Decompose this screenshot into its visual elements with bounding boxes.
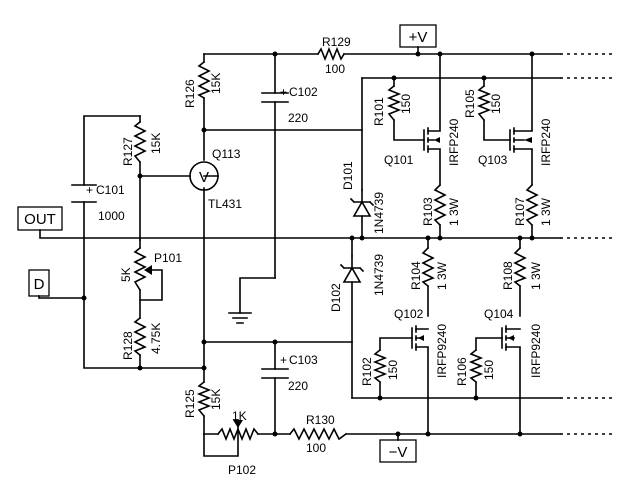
svg-text:150: 150 (482, 360, 496, 380)
svg-text:1 3W: 1 3W (447, 197, 461, 226)
r104-resistor: R104 1 3W (409, 246, 449, 290)
svg-text:15K: 15K (209, 389, 223, 410)
r101-resistor: R101 150 (372, 84, 413, 126)
out-terminal: OUT (17, 206, 63, 231)
r130-resistor: R130 100 (288, 413, 348, 455)
svg-text:+: + (280, 85, 287, 99)
svg-text:IRFP240: IRFP240 (539, 118, 553, 166)
q102-mosfet: Q102 IRFP9240 (394, 307, 449, 378)
r129-resistor: R129 100 (316, 35, 351, 76)
svg-text:R128: R128 (121, 331, 135, 360)
r128-resistor: R128 4.75K (121, 316, 163, 360)
r125-resistor: R125 15K (183, 380, 223, 418)
svg-text:100: 100 (325, 62, 345, 76)
q113-regulator: V Q113 TL431 (189, 147, 242, 211)
svg-text:P101: P101 (154, 251, 182, 265)
out-label: OUT (24, 211, 56, 228)
d101-zener-diode: D101 1N4739 (341, 161, 386, 234)
svg-text:R107: R107 (513, 197, 527, 226)
svg-text:R125: R125 (183, 389, 197, 418)
svg-text:IRFP9240: IRFP9240 (435, 324, 449, 378)
d-label: D (34, 276, 45, 293)
q103-mosfet: Q103 IRFP240 (478, 118, 553, 167)
minus-v-terminal: −V (379, 439, 417, 463)
svg-text:15K: 15K (209, 73, 223, 94)
plus-v-terminal: +V (399, 24, 437, 48)
svg-text:D101: D101 (341, 161, 355, 190)
svg-text:1 3W: 1 3W (539, 197, 553, 226)
svg-text:IRFP9240: IRFP9240 (529, 324, 543, 378)
svg-text:1 3W: 1 3W (435, 261, 449, 290)
svg-text:R108: R108 (501, 261, 515, 290)
q104-mosfet: Q104 IRFP9240 (484, 307, 543, 378)
svg-text:R101: R101 (372, 97, 386, 126)
r106-resistor: R106 150 (455, 348, 496, 386)
wires (39, 46, 615, 457)
ground-symbol (228, 312, 252, 324)
svg-text:1000: 1000 (98, 209, 125, 223)
r127-resistor: R127 15K (121, 120, 163, 166)
svg-text:1K: 1K (232, 409, 247, 423)
svg-text:P102: P102 (228, 463, 256, 477)
svg-text:Q102: Q102 (394, 307, 424, 321)
q113-symbol: V (199, 169, 209, 186)
plus-v-label: +V (409, 29, 428, 46)
svg-text:100: 100 (306, 441, 326, 455)
svg-text:1N4739: 1N4739 (372, 254, 386, 296)
junction-dots (81, 51, 535, 437)
r103-resistor: R103 1 3W (421, 183, 461, 227)
svg-text:Q101: Q101 (384, 153, 414, 167)
svg-text:R103: R103 (421, 197, 435, 226)
svg-text:+: + (86, 183, 93, 197)
svg-text:R130: R130 (306, 413, 335, 427)
svg-text:1 3W: 1 3W (529, 261, 543, 290)
p102-potentiometer: 1K P102 (216, 409, 260, 477)
svg-text:D102: D102 (329, 283, 343, 312)
r108-resistor: R108 1 3W (501, 246, 543, 290)
svg-text:IRFP240: IRFP240 (447, 118, 461, 166)
d102-zener-diode: D102 1N4739 (329, 254, 386, 312)
svg-text:150: 150 (489, 94, 503, 114)
svg-text:Q104: Q104 (484, 307, 514, 321)
svg-text:150: 150 (399, 94, 413, 114)
svg-text:220: 220 (288, 111, 308, 125)
c103-capacitor: + C103 220 (261, 353, 318, 393)
r107-resistor: R107 1 3W (513, 183, 553, 227)
d-terminal: D (28, 269, 50, 299)
svg-text:+: + (280, 353, 287, 367)
svg-text:R105: R105 (463, 89, 477, 118)
svg-text:C102: C102 (289, 85, 318, 99)
svg-text:R129: R129 (322, 35, 351, 49)
svg-text:R102: R102 (360, 357, 374, 386)
r102-resistor: R102 150 (360, 348, 400, 386)
svg-text:C101: C101 (96, 183, 125, 197)
svg-text:Q103: Q103 (478, 153, 508, 167)
svg-text:150: 150 (386, 360, 400, 380)
svg-text:TL431: TL431 (208, 197, 242, 211)
q101-mosfet: Q101 IRFP240 (384, 118, 461, 167)
c102-capacitor: + C102 220 (261, 85, 318, 125)
p101-potentiometer: P101 5K (119, 246, 182, 292)
r105-resistor: R105 150 (463, 84, 503, 122)
svg-text:R106: R106 (455, 357, 469, 386)
svg-text:1N4739: 1N4739 (372, 192, 386, 234)
svg-text:220: 220 (288, 379, 308, 393)
svg-text:4.75K: 4.75K (149, 323, 163, 354)
svg-text:15K: 15K (149, 133, 163, 154)
minus-v-label: −V (389, 444, 408, 461)
svg-text:Q113: Q113 (212, 147, 241, 161)
svg-text:C103: C103 (289, 353, 318, 367)
svg-text:R126: R126 (183, 79, 197, 108)
svg-text:5K: 5K (119, 267, 133, 282)
c101-capacitor: + C101 1000 (71, 183, 125, 223)
svg-text:R104: R104 (409, 261, 423, 290)
svg-text:R127: R127 (121, 137, 135, 166)
r126-resistor: R126 15K (183, 60, 223, 108)
